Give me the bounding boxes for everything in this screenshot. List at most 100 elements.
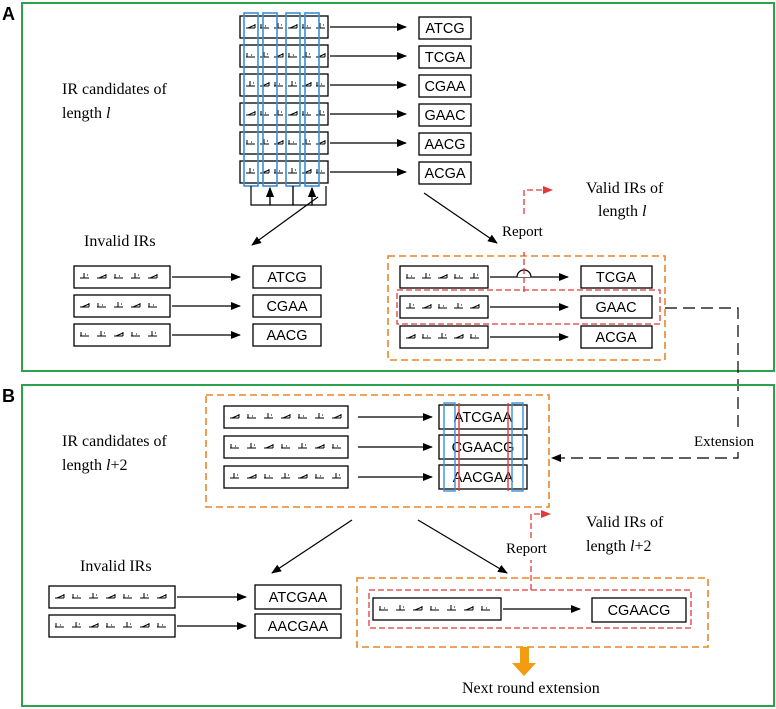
invalid-box (252, 323, 322, 347)
candidate-seq: AACG (424, 137, 465, 153)
panel-b-column-markers (443, 402, 524, 492)
sequence-bar (73, 265, 171, 289)
panel-a-report-label: Report (502, 224, 544, 240)
sequence-bar (239, 44, 329, 68)
sequence-bar (48, 614, 176, 638)
valid-seq: TCGA (596, 270, 637, 286)
sequence-bar (399, 325, 489, 349)
column-marker (285, 12, 301, 187)
panel-a-letter: A (2, 4, 15, 24)
candidate-box (418, 16, 472, 40)
panel-b-valid-sequences (372, 597, 581, 621)
split-arrow-invalid (271, 519, 353, 574)
candidate-seq: ATCG (425, 21, 464, 37)
extension-label-bg (690, 430, 774, 452)
valid-seq: ACGA (595, 330, 636, 346)
panel-a-valid-label-line2: length l (598, 203, 647, 220)
candidate-seq: ATCGAA (454, 410, 513, 426)
sequence-bar (48, 585, 176, 609)
column-marker (262, 12, 278, 187)
panel-b-candidate-sequences (223, 405, 433, 489)
candidate-seq: GAAC (424, 108, 465, 124)
column-marker (243, 12, 259, 187)
candidate-box (418, 132, 472, 156)
panel-b-invalid-boxes: ATCGAA AACGAA (254, 584, 342, 639)
sequence-bar (239, 131, 329, 155)
sequence-bar (73, 294, 171, 318)
swap-bracket-arrow (308, 186, 327, 206)
valid-box (580, 295, 653, 319)
sequence-bar (223, 435, 349, 459)
panel-a-candidates-label-line1: IR candidates of (62, 81, 168, 98)
sequence-bar (399, 295, 489, 319)
sequence-bar (239, 160, 329, 184)
extension-arrow (551, 307, 739, 462)
panel-a-invalid-label: Invalid IRs (84, 233, 156, 250)
next-round-arrow (512, 647, 536, 676)
valid-box (591, 597, 687, 623)
invalid-box (252, 294, 322, 318)
candidate-seq: CGAACG (452, 440, 515, 456)
valid-seq: CGAACG (608, 603, 671, 619)
sequence-bar (239, 73, 329, 97)
panel-a-report-arrow (523, 190, 552, 292)
panel-a-candidates-label-line2: length l (62, 105, 111, 122)
swap-bracket-arrow (292, 186, 316, 206)
sequence-bar (73, 323, 171, 347)
valid-seq: GAAC (595, 300, 636, 316)
sequence-bar (399, 265, 489, 289)
invalid-box (254, 584, 342, 610)
candidate-seq: AACGAA (453, 470, 514, 486)
split-arrow-valid (423, 192, 498, 244)
panel-a-candidate-sequences (239, 12, 407, 206)
panel-a-invalid-sequences (73, 265, 241, 347)
invalid-seq: ATCG (267, 270, 306, 286)
panel-a-valid-group (387, 255, 666, 361)
next-round-label: Next round extension (462, 680, 600, 697)
invalid-seq: ATCGAA (269, 590, 328, 606)
panel-b-invalid-label: Invalid IRs (80, 558, 152, 575)
candidate-box (418, 45, 472, 69)
extension-label: Extension (694, 434, 754, 450)
panel-b-border (21, 384, 775, 707)
panel-a-valid-label-line1: Valid IRs of (586, 180, 664, 197)
sequence-bar (223, 465, 349, 489)
panel-b-candidate-boxes: ATCGAA CGAACG AACGAA (438, 404, 528, 490)
split-arrow-invalid (251, 196, 319, 246)
panel-a-valid-sequences (399, 265, 569, 349)
candidate-seq: TCGA (425, 50, 466, 66)
panel-b-valid-label-line2: length l+2 (586, 538, 651, 555)
swap-bracket-arrow (266, 186, 294, 206)
invalid-seq: CGAA (266, 299, 307, 315)
invalid-box (252, 265, 322, 289)
panel-a-valid-highlight (396, 289, 661, 325)
panel-b-candidate-group (205, 394, 550, 508)
candidate-box (418, 103, 472, 127)
column-marker (304, 12, 320, 187)
candidate-box (418, 161, 472, 185)
panel-b-candidates-label-line1: IR candidates of (62, 433, 168, 450)
panel-b-valid-group (356, 577, 709, 648)
panel-a-valid-boxes: TCGA GAAC ACGA (580, 265, 653, 349)
panel-a-invalid-boxes: ATCG CGAA AACG (252, 265, 322, 347)
panel-b-candidates-label-line2: length l+2 (62, 457, 127, 474)
sequence-bar (239, 102, 329, 126)
candidate-seq: ACGA (424, 166, 465, 182)
invalid-seq: AACG (266, 328, 307, 344)
panel-b-letter: B (2, 386, 15, 406)
panel-a-border (21, 2, 775, 372)
split-arrow-valid (417, 519, 508, 574)
invalid-seq: AACGAA (268, 619, 329, 635)
panel-b-invalid-sequences (48, 585, 247, 638)
valid-box (580, 325, 653, 349)
panel-b-report-arrow (530, 514, 550, 590)
sequence-bar (239, 15, 329, 39)
panel-b-report-label: Report (506, 541, 548, 557)
invalid-box (254, 613, 342, 639)
valid-box (580, 265, 653, 289)
swap-bracket-arrow (250, 186, 274, 206)
panel-b-valid-label-line1: Valid IRs of (586, 514, 664, 531)
candidate-box (418, 74, 472, 98)
candidate-seq: CGAA (424, 79, 465, 95)
